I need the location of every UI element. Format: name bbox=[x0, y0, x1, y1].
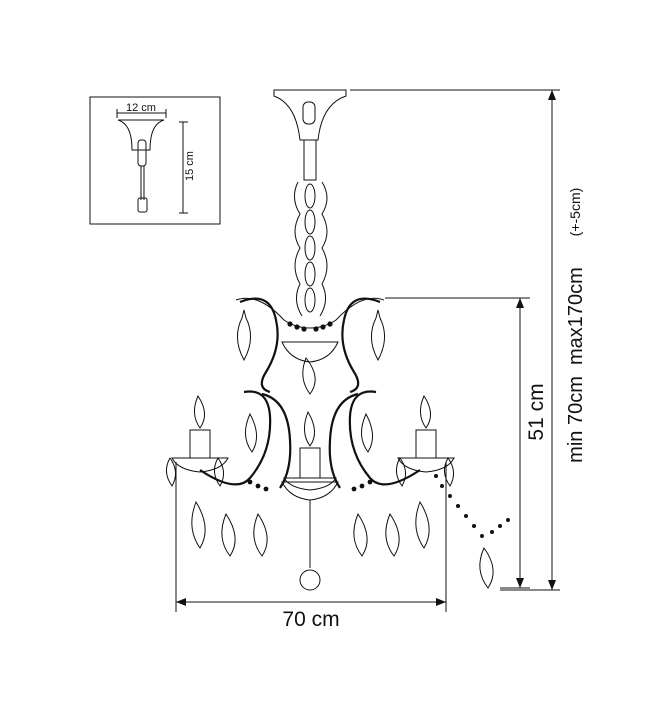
total-height-label: min 70cm max170cm bbox=[565, 267, 587, 463]
candles bbox=[189, 394, 437, 479]
flame-icon bbox=[194, 394, 205, 429]
inset-height-label: 15 cm bbox=[184, 151, 196, 181]
flame-icon bbox=[304, 410, 315, 447]
body-height-label: 51 cm bbox=[525, 383, 548, 440]
inset-width-label: 12 cm bbox=[126, 102, 156, 114]
width-label: 70 cm bbox=[282, 608, 339, 631]
inset-frame bbox=[89, 96, 221, 225]
total-height-note: (+-5cm) bbox=[567, 188, 583, 237]
width-dimension: 70 cm bbox=[175, 462, 447, 631]
ceiling-canopy bbox=[273, 89, 347, 141]
chandelier bbox=[166, 89, 510, 591]
body-height-dimension: 51 cm bbox=[385, 297, 548, 589]
flame-icon bbox=[420, 394, 431, 429]
bead-chains bbox=[247, 321, 510, 538]
canopy-inset: 12 cm 15 cm bbox=[89, 96, 221, 225]
chain bbox=[294, 181, 328, 317]
lower-arms bbox=[199, 390, 421, 568]
stem bbox=[303, 139, 317, 181]
total-height-dimension: min 70cm max170cm (+-5cm) bbox=[350, 89, 587, 591]
upper-arms bbox=[235, 297, 385, 394]
crystal-drops bbox=[166, 309, 494, 591]
